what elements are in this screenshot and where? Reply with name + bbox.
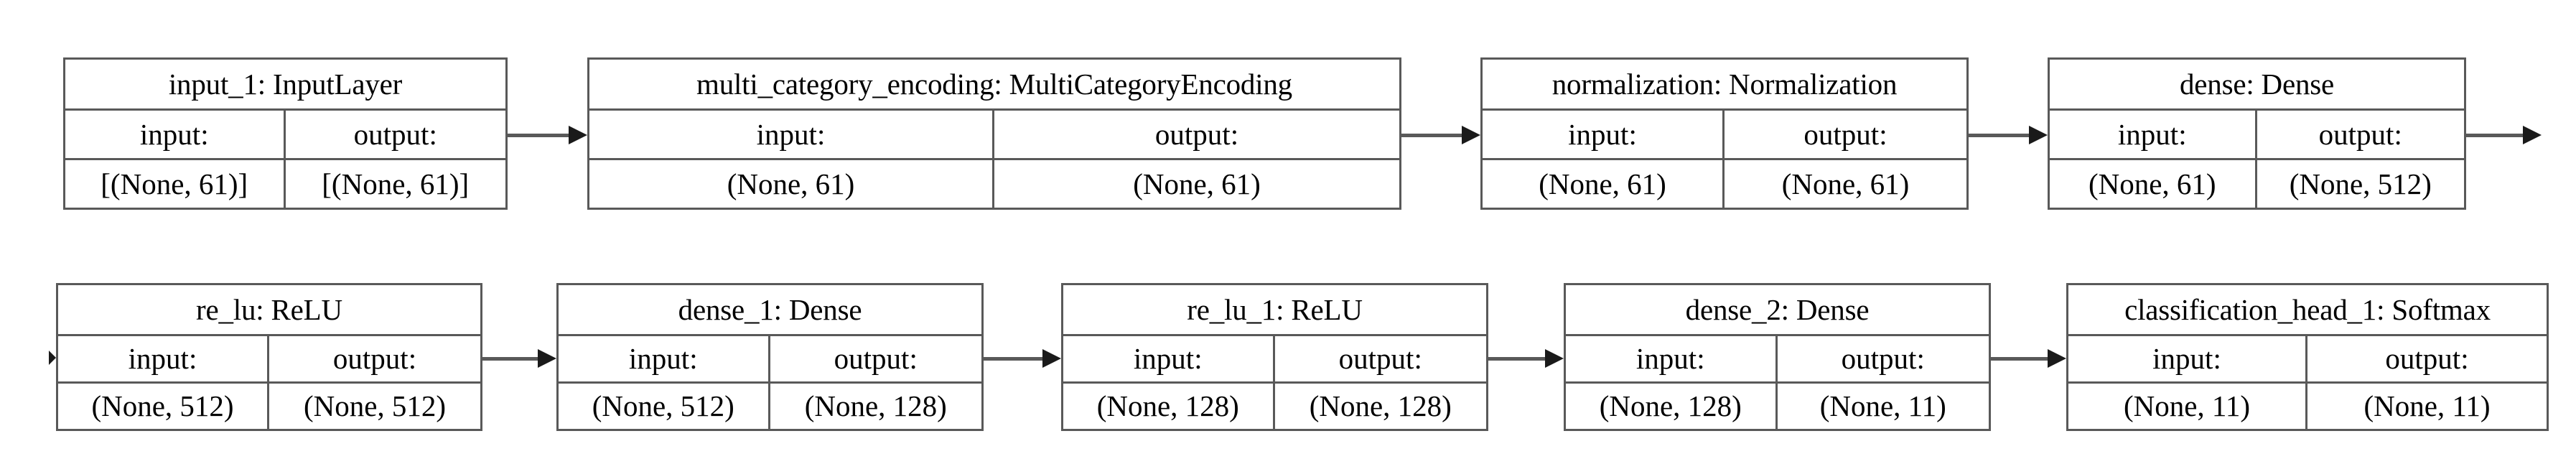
edge-line	[984, 357, 1045, 361]
node-io-labels: input: output:	[589, 111, 1399, 160]
node-io-labels: input: output:	[2068, 336, 2547, 384]
node-title: multi_category_encoding: MultiCategoryEn…	[589, 60, 1399, 111]
output-label: output:	[332, 342, 417, 375]
output-shape: (None, 61)	[1781, 167, 1910, 200]
node-io-labels: input: output:	[2050, 111, 2464, 160]
node-multi_category_encoding[interactable]: multi_category_encoding: MultiCategoryEn…	[587, 57, 1401, 210]
node-io-labels: input: output:	[1483, 111, 1966, 160]
node-io-shapes: (None, 61) (None, 61)	[589, 160, 1399, 208]
output-shape: (None, 61)	[1133, 167, 1261, 200]
output-shape: [(None, 61)]	[322, 167, 470, 200]
node-io-shapes: (None, 61) (None, 61)	[1483, 160, 1966, 208]
output-shape: (None, 11)	[1819, 389, 1946, 422]
arrowhead-icon	[1462, 126, 1480, 144]
input-label: input:	[589, 111, 994, 158]
output-label: output:	[2318, 117, 2402, 151]
arrowhead-icon	[49, 351, 56, 365]
node-io-labels: input: output:	[58, 336, 480, 384]
input-shape: (None, 128)	[1566, 384, 1778, 429]
output-shape: (None, 512)	[303, 389, 447, 422]
node-io-shapes: [(None, 61)] [(None, 61)]	[65, 160, 505, 208]
arrowhead-icon	[1042, 349, 1061, 368]
input-shape: (None, 61)	[2050, 160, 2257, 208]
arrowhead-icon	[538, 349, 556, 368]
output-shape: (None, 128)	[1309, 389, 1452, 422]
input-shape: (None, 61)	[1483, 160, 1725, 208]
input-label: input:	[58, 336, 269, 381]
output-label: output:	[1841, 342, 1925, 375]
node-dense[interactable]: dense: Dense input: output: (None, 61) (…	[2048, 57, 2466, 210]
output-shape: (None, 11)	[2363, 389, 2491, 422]
edge-line	[1401, 134, 1464, 137]
output-label: output:	[353, 117, 437, 151]
arrowhead-icon	[1545, 349, 1564, 368]
arrowhead-icon	[569, 126, 587, 144]
node-title: classification_head_1: Softmax	[2068, 285, 2547, 336]
input-shape: [(None, 61)]	[65, 160, 286, 208]
node-input_1[interactable]: input_1: InputLayer input: output: [(Non…	[63, 57, 508, 210]
output-label: output:	[834, 342, 918, 375]
edge-line	[1991, 357, 2050, 361]
input-label: input:	[1566, 336, 1778, 381]
node-dense_2[interactable]: dense_2: Dense input: output: (None, 128…	[1564, 283, 1991, 431]
edge-line	[508, 134, 571, 137]
node-io-labels: input: output:	[559, 336, 981, 384]
arrowhead-icon	[2523, 126, 2542, 144]
output-label: output:	[2385, 342, 2469, 375]
edge-line	[2466, 134, 2525, 137]
output-shape: (None, 128)	[804, 389, 947, 422]
arrowhead-icon	[2048, 349, 2066, 368]
output-shape: (None, 512)	[2289, 167, 2432, 200]
node-io-shapes: (None, 512) (None, 128)	[559, 384, 981, 429]
node-dense_1[interactable]: dense_1: Dense input: output: (None, 512…	[556, 283, 984, 431]
node-title: input_1: InputLayer	[65, 60, 505, 111]
input-label: input:	[1483, 111, 1725, 158]
output-label: output:	[1803, 117, 1887, 151]
node-normalization[interactable]: normalization: Normalization input: outp…	[1480, 57, 1969, 210]
node-title: normalization: Normalization	[1483, 60, 1966, 111]
node-io-labels: input: output:	[1566, 336, 1989, 384]
node-title: dense_2: Dense	[1566, 285, 1989, 336]
node-io-labels: input: output:	[1063, 336, 1486, 384]
node-io-shapes: (None, 128) (None, 11)	[1566, 384, 1989, 429]
node-re_lu[interactable]: re_lu: ReLU input: output: (None, 512) (…	[56, 283, 482, 431]
input-shape: (None, 61)	[589, 160, 994, 208]
input-shape: (None, 512)	[559, 384, 770, 429]
arrowhead-icon	[2029, 126, 2048, 144]
edge-line	[1488, 357, 1547, 361]
node-title: dense_1: Dense	[559, 285, 981, 336]
input-shape: (None, 512)	[58, 384, 269, 429]
edge-line	[482, 357, 540, 361]
node-title: re_lu: ReLU	[58, 285, 480, 336]
node-classification_head_1[interactable]: classification_head_1: Softmax input: ou…	[2066, 283, 2549, 431]
input-label: input:	[559, 336, 770, 381]
input-shape: (None, 11)	[2068, 384, 2307, 429]
node-io-shapes: (None, 512) (None, 512)	[58, 384, 480, 429]
input-label: input:	[1063, 336, 1275, 381]
output-label: output:	[1154, 117, 1239, 151]
input-shape: (None, 128)	[1063, 384, 1275, 429]
node-io-shapes: (None, 61) (None, 512)	[2050, 160, 2464, 208]
output-label: output:	[1338, 342, 1422, 375]
node-re_lu_1[interactable]: re_lu_1: ReLU input: output: (None, 128)…	[1061, 283, 1488, 431]
input-label: input:	[65, 111, 286, 158]
edge-line	[1969, 134, 2031, 137]
node-title: re_lu_1: ReLU	[1063, 285, 1486, 336]
node-io-shapes: (None, 128) (None, 128)	[1063, 384, 1486, 429]
node-io-shapes: (None, 11) (None, 11)	[2068, 384, 2547, 429]
input-label: input:	[2068, 336, 2307, 381]
input-label: input:	[2050, 111, 2257, 158]
node-io-labels: input: output:	[65, 111, 505, 160]
node-title: dense: Dense	[2050, 60, 2464, 111]
